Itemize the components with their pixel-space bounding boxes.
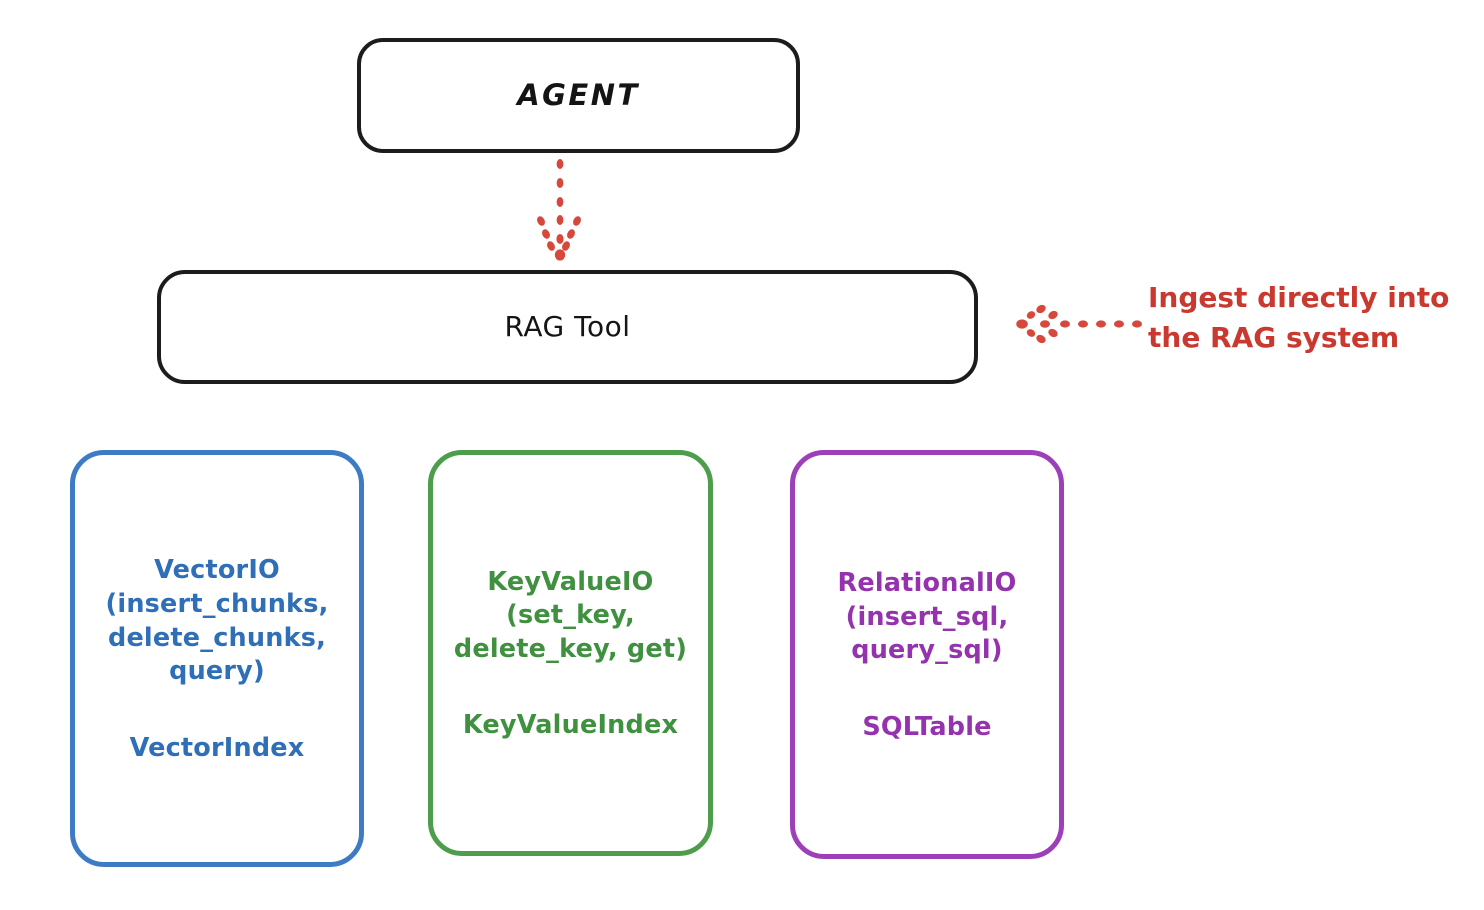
node-agent[interactable]: AGENT <box>357 38 800 153</box>
node-key-value-io-sublabel: KeyValueIndex <box>462 710 679 741</box>
arrow-agent-to-rag-tool <box>537 159 581 261</box>
arrow-ingest-to-rag-tool <box>1016 304 1142 344</box>
node-relational-io-label: RelationalIO (insert_sql, query_sql) <box>837 568 1017 666</box>
node-vector-io-sublabel: VectorIndex <box>129 732 305 763</box>
node-agent-label: AGENT <box>517 78 640 113</box>
node-vector-io[interactable]: VectorIO (insert_chunks, delete_chunks, … <box>70 450 364 867</box>
node-key-value-io-label: KeyValueIO (set_key, delete_key, get) <box>453 566 688 664</box>
node-relational-io-sublabel: SQLTable <box>862 711 992 742</box>
node-relational-io[interactable]: RelationalIO (insert_sql, query_sql) SQL… <box>790 450 1064 859</box>
node-vector-io-label: VectorIO (insert_chunks, delete_chunks, … <box>105 555 329 687</box>
node-key-value-io[interactable]: KeyValueIO (set_key, delete_key, get) Ke… <box>428 450 713 856</box>
node-rag-tool-label: RAG Tool <box>504 309 631 343</box>
node-rag-tool[interactable]: RAG Tool <box>157 270 978 384</box>
annotation-ingest: Ingest directly into the RAG system <box>1148 281 1450 354</box>
